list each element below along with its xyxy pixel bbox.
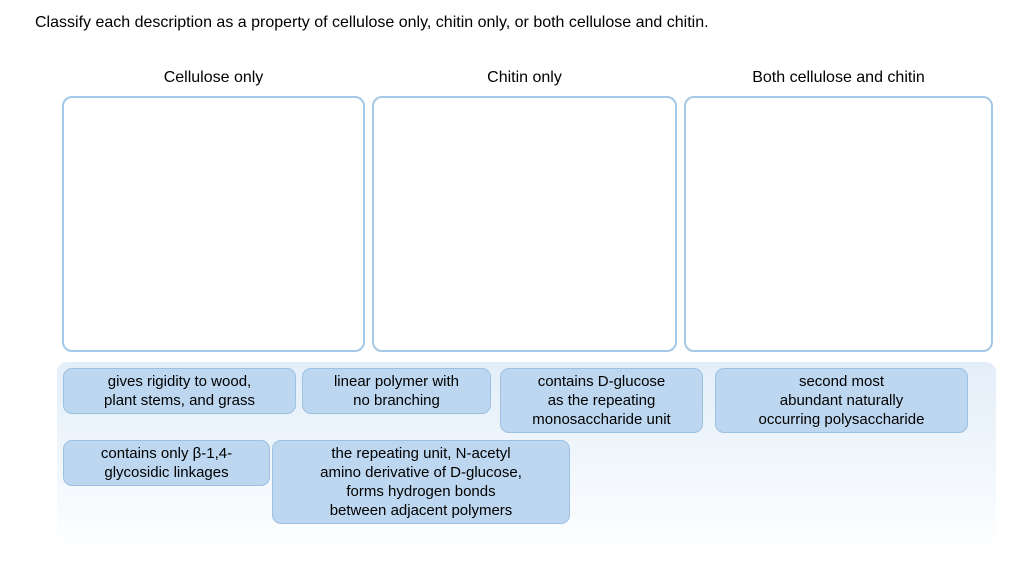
description-chip-linear-polymer[interactable]: linear polymer with no branching (302, 368, 491, 414)
question-prompt: Classify each description as a property … (35, 14, 709, 31)
description-chip-rigidity-wood[interactable]: gives rigidity to wood, plant stems, and… (63, 368, 296, 414)
description-chip-beta-glycosidic-linkages[interactable]: contains only β-1,4- glycosidic linkages (63, 440, 270, 486)
dropzone-chitin-only[interactable] (372, 96, 677, 352)
description-chip-second-most-abundant[interactable]: second most abundant naturally occurring… (715, 368, 968, 433)
column-header-both-cellulose-and-chitin: Both cellulose and chitin (752, 69, 925, 86)
column-header-chitin-only: Chitin only (487, 69, 562, 86)
column-header-cellulose-only: Cellulose only (163, 69, 264, 86)
dropzone-cellulose-only[interactable] (62, 96, 365, 352)
dropzone-both-cellulose-and-chitin[interactable] (684, 96, 993, 352)
description-chip-d-glucose-repeating-unit[interactable]: contains D-glucose as the repeating mono… (500, 368, 703, 433)
description-chip-n-acetyl-repeating-unit[interactable]: the repeating unit, N-acetyl amino deriv… (272, 440, 570, 524)
